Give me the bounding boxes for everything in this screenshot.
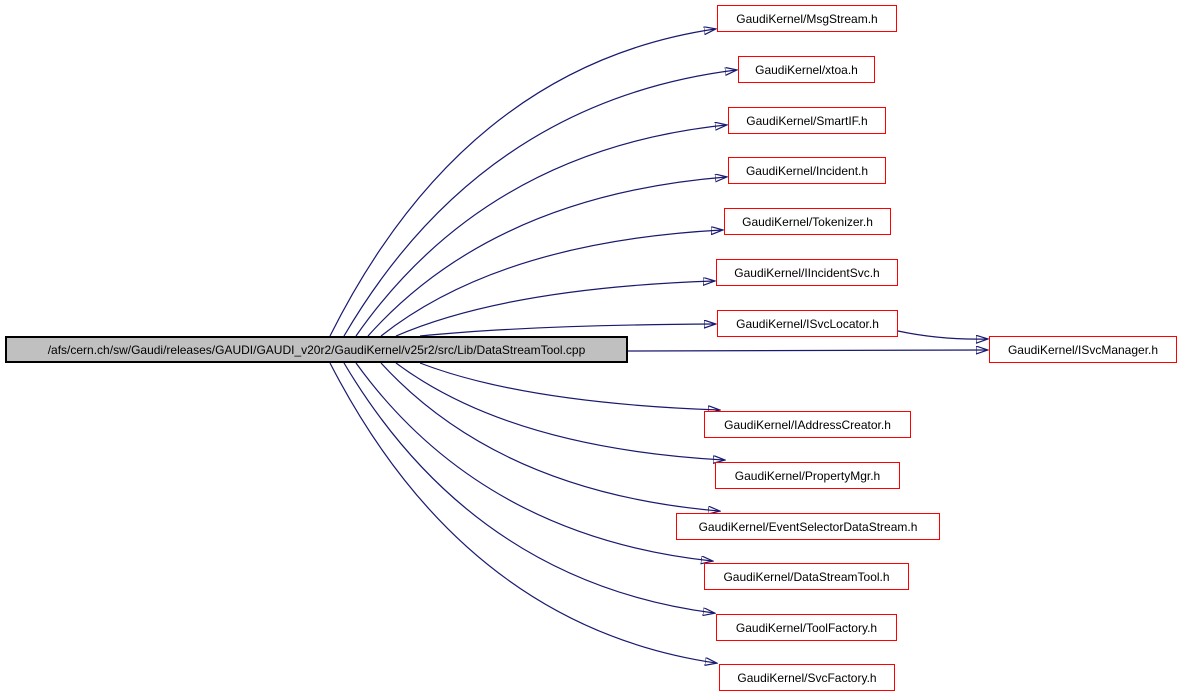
node-gaudikernel-datastreamtool-h[interactable]: GaudiKernel/DataStreamTool.h <box>704 563 909 590</box>
edge-isvclocator-isvcmanager <box>897 330 987 339</box>
node-gaudikernel-smartif-h[interactable]: GaudiKernel/SmartIF.h <box>728 107 886 134</box>
edge-main-iincidentsvc <box>395 281 714 337</box>
edge-main-isvclocator <box>419 324 715 337</box>
node-gaudikernel-toolfactory-h[interactable]: GaudiKernel/ToolFactory.h <box>716 614 897 641</box>
edge-main-tokenizer <box>380 230 722 337</box>
node-datastreamtool-cpp: /afs/cern.ch/sw/Gaudi/releases/GAUDI/GAU… <box>5 336 628 363</box>
node-label: GaudiKernel/ToolFactory.h <box>735 620 878 635</box>
edge-main-incident <box>367 177 726 337</box>
node-label: GaudiKernel/IIncidentSvc.h <box>734 265 880 280</box>
node-label: GaudiKernel/xtoa.h <box>755 62 858 77</box>
edge-main-eventselector <box>380 362 719 511</box>
node-gaudikernel-iaddresscreator-h[interactable]: GaudiKernel/IAddressCreator.h <box>704 411 911 438</box>
node-label: /afs/cern.ch/sw/Gaudi/releases/GAUDI/GAU… <box>47 342 586 357</box>
edge-main-isvcmanager <box>627 350 987 351</box>
edge-main-svcfactory <box>329 362 716 663</box>
node-gaudikernel-propertymgr-h[interactable]: GaudiKernel/PropertyMgr.h <box>715 462 900 489</box>
node-label: GaudiKernel/ISvcLocator.h <box>736 316 879 331</box>
node-label: GaudiKernel/Tokenizer.h <box>742 214 873 229</box>
edge-main-datastreamtool <box>355 362 712 561</box>
node-gaudikernel-isvcmanager-h[interactable]: GaudiKernel/ISvcManager.h <box>989 336 1177 363</box>
edge-main-xtoa <box>343 70 736 337</box>
node-gaudikernel-incident-h[interactable]: GaudiKernel/Incident.h <box>728 157 886 184</box>
node-label: GaudiKernel/IAddressCreator.h <box>724 417 891 432</box>
node-label: GaudiKernel/DataStreamTool.h <box>723 569 890 584</box>
node-gaudikernel-iincidentsvc-h[interactable]: GaudiKernel/IIncidentSvc.h <box>716 259 898 286</box>
node-label: GaudiKernel/EventSelectorDataStream.h <box>698 519 918 534</box>
node-gaudikernel-msgstream-h[interactable]: GaudiKernel/MsgStream.h <box>717 5 897 32</box>
node-label: GaudiKernel/ISvcManager.h <box>1007 342 1159 357</box>
node-label: GaudiKernel/Incident.h <box>745 163 869 178</box>
node-gaudikernel-svcfactory-h[interactable]: GaudiKernel/SvcFactory.h <box>719 664 895 691</box>
edge-main-smartif <box>355 125 726 337</box>
edge-main-iaddresscreator <box>419 362 719 410</box>
node-gaudikernel-isvclocator-h[interactable]: GaudiKernel/ISvcLocator.h <box>717 310 898 337</box>
edge-main-toolfactory <box>343 362 714 613</box>
edge-main-msgstream <box>329 29 715 337</box>
edge-main-propertymgr <box>395 362 724 460</box>
node-gaudikernel-tokenizer-h[interactable]: GaudiKernel/Tokenizer.h <box>724 208 891 235</box>
node-label: GaudiKernel/PropertyMgr.h <box>734 468 881 483</box>
node-gaudikernel-xtoa-h[interactable]: GaudiKernel/xtoa.h <box>738 56 875 83</box>
node-label: GaudiKernel/SvcFactory.h <box>737 670 877 685</box>
node-gaudikernel-eventselectordatastream-h[interactable]: GaudiKernel/EventSelectorDataStream.h <box>676 513 940 540</box>
node-label: GaudiKernel/SmartIF.h <box>746 113 868 128</box>
node-label: GaudiKernel/MsgStream.h <box>736 11 878 26</box>
